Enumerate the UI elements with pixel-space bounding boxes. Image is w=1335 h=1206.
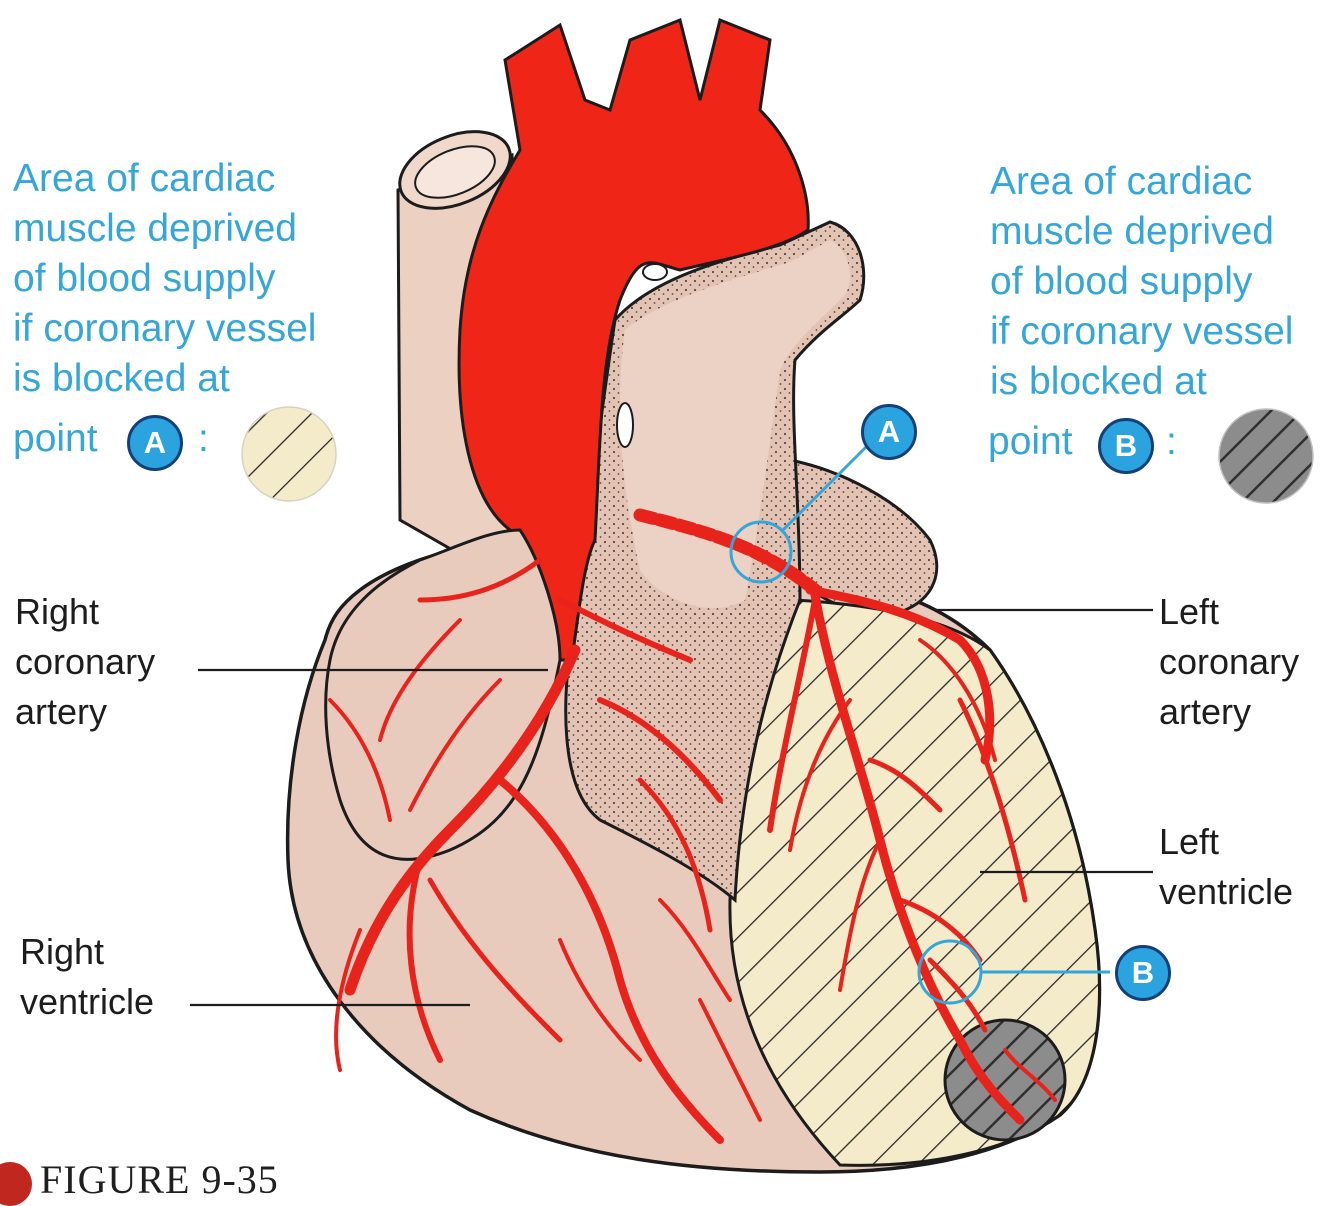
caption-right: Area of cardiac muscle deprived of blood…: [990, 157, 1293, 407]
caption-right-line: Area of cardiac: [990, 157, 1293, 207]
point-b-badge: B: [1115, 945, 1171, 1001]
legend-swatch-a: [242, 407, 336, 501]
caption-left-line: muscle deprived: [13, 204, 316, 254]
caption-left-colon: :: [198, 414, 209, 464]
caption-left-line: if coronary vessel: [13, 304, 316, 354]
caption-right-line: of blood supply: [990, 257, 1293, 307]
label-left-coronary-artery: Left coronary artery: [1159, 587, 1299, 737]
caption-left-line: of blood supply: [13, 254, 316, 304]
label-line: artery: [15, 687, 155, 737]
figure-title: FIGURE 9-35: [40, 1158, 279, 1202]
label-line: Left: [1159, 587, 1299, 637]
caption-right-point-word: point: [988, 417, 1073, 467]
label-line: coronary: [15, 637, 155, 687]
point-a-badge: A: [861, 404, 917, 460]
caption-left: Area of cardiac muscle deprived of blood…: [13, 154, 316, 404]
caption-right-line: muscle deprived: [990, 207, 1293, 257]
caption-left-line: Area of cardiac: [13, 154, 316, 204]
label-line: Left: [1159, 817, 1293, 867]
legend-badge-b: B: [1098, 418, 1154, 474]
caption-right-line: is blocked at: [990, 357, 1293, 407]
caption-right-colon: :: [1166, 417, 1177, 467]
label-right-coronary-artery: Right coronary artery: [15, 587, 155, 737]
label-line: Right: [15, 587, 155, 637]
label-line: ventricle: [20, 977, 154, 1027]
label-line: Right: [20, 927, 154, 977]
label-line: coronary: [1159, 637, 1299, 687]
label-left-ventricle: Left ventricle: [1159, 817, 1293, 917]
label-right-ventricle: Right ventricle: [20, 927, 154, 1027]
caption-right-line: if coronary vessel: [990, 307, 1293, 357]
caption-left-point-word: point: [13, 414, 98, 464]
legend-badge-a: A: [127, 415, 183, 471]
label-line: ventricle: [1159, 867, 1293, 917]
caption-left-line: is blocked at: [13, 354, 316, 404]
legend-swatch-b: [1219, 409, 1313, 503]
label-line: artery: [1159, 687, 1299, 737]
